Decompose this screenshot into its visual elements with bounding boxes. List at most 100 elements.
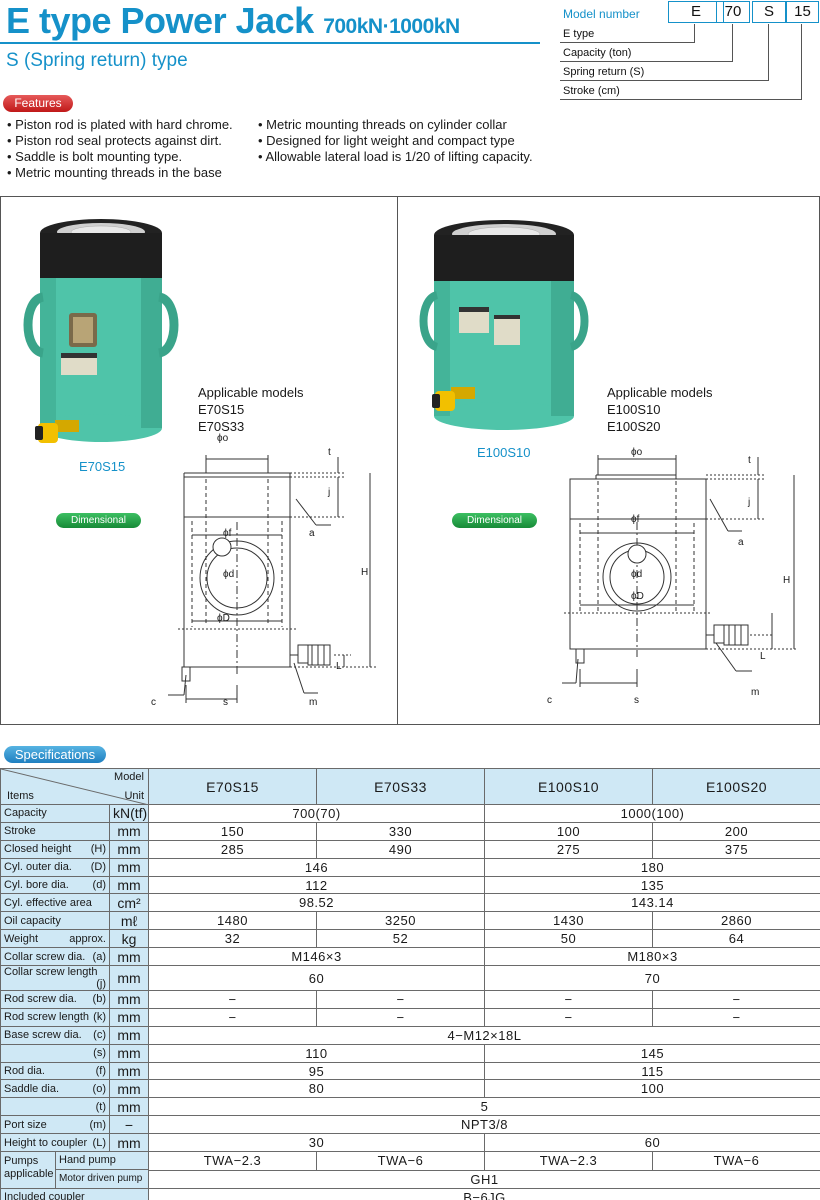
spec-unit-cell: mm [109, 1025, 149, 1045]
spec-value-cell: 330 [316, 821, 485, 841]
spec-value-cell: 1430 [484, 911, 653, 931]
spec-item-name: Height to coupler [4, 1136, 88, 1149]
spec-item-symbol: (t) [95, 1100, 106, 1113]
spec-item-name: Closed height [4, 843, 72, 856]
page-subtitle: S (Spring return) type [6, 50, 188, 71]
model-code-capacity: 70 [716, 1, 750, 23]
spec-item-name: Oil capacity [4, 914, 61, 927]
spec-value-cell: M146×3 [148, 947, 485, 967]
pumps-label: Pumps applicable [2, 1152, 56, 1188]
spec-value-cell: 52 [316, 929, 485, 949]
specifications-table: Model Items Unit E70S15 E70S33 E100S10 E… [0, 768, 820, 1200]
spec-item-symbol: (a) [92, 950, 106, 963]
spec-item-cell: Height to coupler(L) [0, 1133, 110, 1153]
applicable-model: E100S20 [607, 419, 661, 434]
dim-label-t: t [328, 447, 331, 458]
hand-pump-value: TWA−2.3 [484, 1151, 653, 1171]
spec-item-cell: Cyl. effective area [0, 893, 110, 913]
spec-unit-cell: kN(tf) [109, 804, 149, 823]
leader-line [560, 61, 733, 62]
hand-pump-value: TWA−6 [316, 1151, 485, 1171]
features-list-left: Piston rod is plated with hard chrome. P… [7, 117, 233, 181]
legend-stroke: Stroke (cm) [563, 85, 620, 97]
dim-label-h: H [361, 567, 369, 578]
spec-item-name: Collar screw length [4, 966, 98, 979]
spec-item-name: Weight [4, 932, 39, 945]
hand-pump-value: TWA−2.3 [148, 1151, 317, 1171]
spec-unit-cell: mm [109, 839, 149, 859]
features-list-right: Metric mounting threads on cylinder coll… [258, 117, 532, 165]
spec-item-cell: (t) [0, 1097, 110, 1117]
spec-item-symbol: (f) [95, 1065, 106, 1078]
spec-value-cell: 490 [316, 839, 485, 859]
dim-label-saddle: ϕo [217, 433, 229, 444]
spec-unit-cell: mm [109, 821, 149, 841]
model-number-diagram: Model number E 70 S 15 E type Capacity (… [560, 0, 820, 100]
spec-unit-cell: − [109, 1115, 149, 1135]
spec-item-symbol: (c) [93, 1029, 106, 1042]
spec-value-cell: 275 [484, 839, 653, 859]
spec-unit-cell: mm [109, 1061, 149, 1081]
leader-line [560, 80, 769, 81]
spec-value-cell: 150 [148, 821, 317, 841]
leader-line [732, 24, 733, 62]
spec-item-name: Rod dia. [4, 1065, 45, 1078]
spec-item-symbol: (j) [96, 978, 106, 991]
spec-unit-cell: mm [109, 1079, 149, 1099]
spec-value-cell: − [652, 1007, 820, 1027]
dimensional-drawing-badge: Dimensional drawing [56, 513, 141, 541]
spec-value-cell: − [148, 990, 317, 1009]
dim-label-saddle: ϕo [631, 447, 643, 458]
dim-label-j: j [328, 487, 331, 498]
applicable-model: E70S33 [198, 419, 245, 434]
dim-label-m: m [751, 687, 760, 698]
spec-value-cell: 80 [148, 1079, 485, 1099]
spec-value-cell: 100 [484, 1079, 820, 1099]
dim-label-a: a [738, 537, 744, 548]
spec-item-cell: Cyl. bore dia.(d) [0, 875, 110, 895]
spec-item-symbol: (s) [93, 1047, 106, 1060]
motor-pump-value: GH1 [148, 1169, 820, 1190]
jack-photo-e70s15 [23, 219, 179, 443]
spec-item-cell: Port size(m) [0, 1115, 110, 1135]
leader-line [768, 24, 769, 81]
spec-item-cell: Rod dia. (f) [0, 1061, 110, 1081]
applicable-model: E100S10 [607, 402, 661, 417]
spec-unit-cell: mm [109, 965, 149, 992]
spec-item-cell: Capacity [0, 804, 110, 823]
spec-value-cell: 110 [148, 1043, 485, 1063]
legend-type: E type [563, 28, 595, 40]
panel-divider [397, 197, 398, 724]
spec-value-cell: 4−M12×18L [148, 1025, 820, 1045]
feature-item: Saddle is bolt mounting type. [7, 149, 233, 165]
dim-label-outer: ϕD [631, 591, 644, 602]
spec-value-cell: 200 [652, 821, 820, 841]
spec-item-name: Rod screw length [4, 1011, 89, 1024]
hand-pump-label: Hand pump [56, 1153, 148, 1171]
title-underline [0, 42, 540, 44]
drawings-panel: E70S15 Dimensional drawing Applicable mo… [0, 196, 820, 725]
dim-label-t: t [748, 455, 751, 466]
motor-pump-label: Motor driven pump [59, 1173, 143, 1185]
feature-item: Piston rod seal protects against dirt. [7, 133, 233, 149]
hand-pump-value: TWA−6 [652, 1151, 820, 1171]
spec-value-cell: − [484, 1007, 653, 1027]
spec-value-cell: − [484, 990, 653, 1009]
dim-label-rod: ϕf [223, 528, 232, 539]
spec-item-symbol: (D) [90, 861, 106, 874]
applicable-title: Applicable models [607, 385, 713, 400]
capacity-range: 700kN·1000kN [323, 15, 460, 38]
leader-line [560, 42, 695, 43]
feature-item: Allowable lateral load is 1/20 of liftin… [258, 149, 532, 165]
page-title: E type Power Jack 700kN·1000kN [6, 0, 460, 42]
dim-label-c: c [151, 697, 156, 708]
spec-item-name: Port size [4, 1118, 47, 1131]
spec-header-row: Model Items Unit E70S15 E70S33 E100S10 E… [0, 768, 820, 805]
dim-label-bore: ϕd [631, 569, 643, 580]
spec-value-cell: 98.52 [148, 893, 485, 913]
jack-photo-e100s10 [419, 220, 589, 430]
